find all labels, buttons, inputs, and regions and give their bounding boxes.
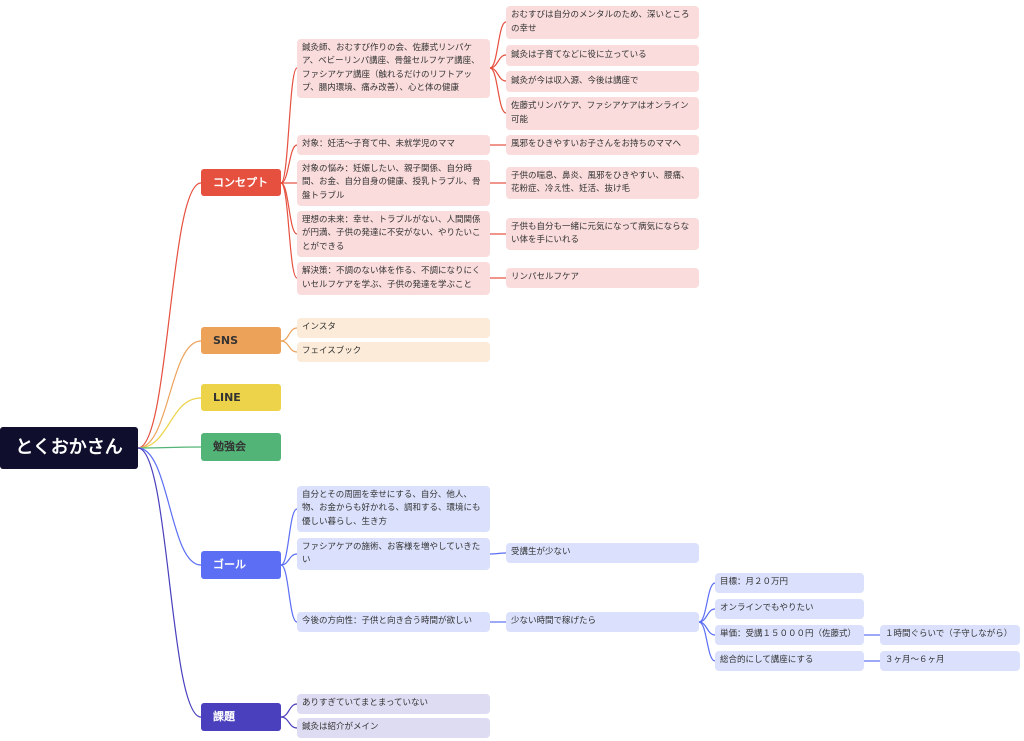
- issue-node-referrals[interactable]: 鍼灸は紹介がメイン: [297, 718, 490, 738]
- concept-node-ideal-future-detail[interactable]: 子供も自分も一緒に元気になって病気にならない体を手にいれる: [506, 218, 699, 250]
- goal-link-1: [280, 553, 298, 566]
- concept-link-0: [280, 67, 298, 184]
- root-link-0: [137, 182, 202, 449]
- concept-node-online[interactable]: 佐藤式リンパケア、ファシアケアはオンライン可能: [506, 97, 699, 130]
- issue-node-unorganized[interactable]: ありすぎていてまとまっていない: [297, 694, 490, 714]
- sns-node-instagram[interactable]: インスタ: [297, 318, 490, 338]
- branch-goal[interactable]: ゴール: [201, 551, 281, 579]
- goal-node-direction[interactable]: 今後の方向性：子供と向き合う時間が欲しい: [297, 612, 490, 632]
- root-node[interactable]: とくおかさん: [0, 427, 138, 469]
- concept-node-acupuncture-parenting[interactable]: 鍼灸は子育てなどに役に立っている: [506, 45, 699, 66]
- concept-node-solution-detail[interactable]: リンパセルフケア: [506, 268, 699, 288]
- goal-link-0: [280, 508, 298, 566]
- goal-node-price[interactable]: 単価：受講１５０００円（佐藤式）: [715, 625, 864, 645]
- issue-link-1: [280, 716, 298, 729]
- sns-link-0: [280, 327, 298, 342]
- root-link-2: [137, 397, 202, 449]
- branch-issue[interactable]: 課題: [201, 703, 281, 731]
- concept-node-omusubi[interactable]: おむすびは自分のメンタルのため、深いところの幸せ: [506, 6, 699, 39]
- goal-node-duration-hour[interactable]: １時間ぐらいで（子守しながら）: [880, 625, 1020, 645]
- goal-node-course-months[interactable]: ３ヶ月〜６ヶ月: [880, 651, 1020, 671]
- goal-link-2: [280, 564, 298, 623]
- concept-node-profile[interactable]: 鍼灸師、おむすび作りの会、佐藤式リンパケア、ベビーリンパ講座、骨盤セルフケア講座…: [297, 39, 490, 98]
- concept-node-solution[interactable]: 解決策：不調のない体を作る、不調になりにくいセルフケアを学ぶ、子供の発達を学ぶこ…: [297, 262, 490, 295]
- issue-link-0: [280, 703, 298, 718]
- concept-node-worries-detail[interactable]: 子供の喘息、鼻炎、風邪をひきやすい、腰痛、花粉症、冷え性、妊活、抜け毛: [506, 167, 699, 199]
- concept-node-target-detail[interactable]: 風邪をひきやすいお子さんをお持ちのママへ: [506, 135, 699, 155]
- root-link-1: [137, 340, 202, 449]
- concept-node-target[interactable]: 対象：妊活〜子育て中、未就学児のママ: [297, 135, 490, 155]
- concept-node-ideal-future[interactable]: 理想の未来：幸せ、トラブルがない、人間関係が円満、子供の発達に不安がない、やりた…: [297, 211, 490, 257]
- goal-node-fascia[interactable]: ファシアケアの施術、お客様を増やしていきたい: [297, 538, 490, 570]
- concept-node-worries[interactable]: 対象の悩み：妊娠したい、親子関係、自分時間、お金、自分自身の健康、授乳トラブル、…: [297, 160, 490, 206]
- goal-sub-link-0: [698, 582, 716, 623]
- branch-concept[interactable]: コンセプト: [201, 169, 281, 196]
- goal-node-earn-short-time[interactable]: 少ない時間で稼げたら: [506, 612, 699, 632]
- branch-line[interactable]: LINE: [201, 384, 281, 411]
- concept-link-1: [280, 144, 298, 184]
- goal-sub-link-3: [698, 621, 716, 662]
- goal-node-happiness[interactable]: 自分とその周囲を幸せにする、自分、他人、物、お金からも好かれる、調和する、環境に…: [297, 486, 490, 532]
- goal-sub-link-1: [698, 608, 716, 623]
- root-link-3: [137, 446, 202, 449]
- root-link-5: [137, 447, 202, 718]
- root-link-4: [137, 447, 202, 566]
- goal-node-few-students[interactable]: 受講生が少ない: [506, 543, 699, 563]
- branch-sns[interactable]: SNS: [201, 327, 281, 354]
- goal-fascia-link: [489, 552, 507, 555]
- branch-study[interactable]: 勉強会: [201, 433, 281, 461]
- concept-link-4: [280, 182, 298, 279]
- concept-sub-link-3: [489, 67, 507, 114]
- goal-node-online[interactable]: オンラインでもやりたい: [715, 599, 864, 619]
- concept-sub-link-0: [489, 21, 507, 69]
- goal-node-target-income[interactable]: 目標：月２０万円: [715, 573, 864, 593]
- sns-node-facebook[interactable]: フェイスブック: [297, 342, 490, 362]
- concept-sub-link-1: [489, 54, 507, 69]
- goal-node-course[interactable]: 総合的にして講座にする: [715, 651, 864, 671]
- sns-link-1: [280, 340, 298, 353]
- concept-node-acupuncture-income[interactable]: 鍼灸が今は収入源、今後は講座で: [506, 71, 699, 92]
